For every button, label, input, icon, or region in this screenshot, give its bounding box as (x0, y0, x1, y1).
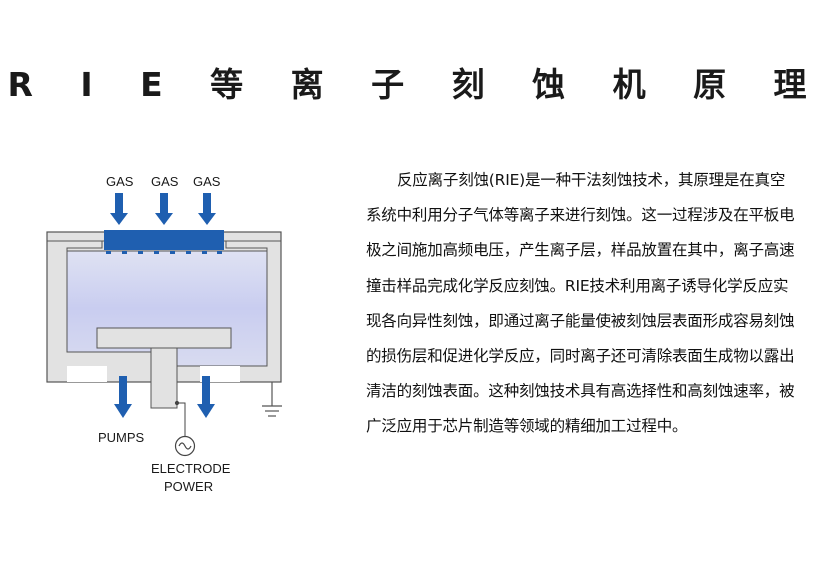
ac-source-icon (174, 435, 196, 457)
gas-label-1: GAS (106, 174, 134, 189)
power-label: POWER (164, 479, 213, 494)
rie-chamber-diagram: GAS GAS GAS (46, 174, 282, 494)
gas-label-3: GAS (193, 174, 221, 189)
gas-arrow-3 (198, 193, 216, 225)
gas-arrow-1 (110, 193, 128, 225)
ground-icon (262, 382, 282, 417)
gas-label-2: GAS (151, 174, 179, 189)
gas-showerhead (104, 230, 224, 250)
lower-electrode-plate (96, 327, 232, 349)
power-wire (174, 400, 186, 436)
description-paragraph: 反应离子刻蚀(RIE)是一种干法刻蚀技术，其原理是在真空系统中利用分子气体等离子… (366, 171, 795, 436)
pump-arrow-left (114, 376, 132, 418)
showerhead-holes (106, 251, 222, 254)
pump-arrow-right (197, 376, 215, 418)
pump-arrows (114, 376, 215, 418)
page-title: R I E 等 离 子 刻 蚀 机 原 理 (7, 65, 825, 104)
pumps-label: PUMPS (98, 430, 145, 445)
electrode-label: ELECTRODE (151, 461, 231, 476)
gas-arrow-2 (155, 193, 173, 225)
gas-inlet-arrows (110, 193, 216, 225)
